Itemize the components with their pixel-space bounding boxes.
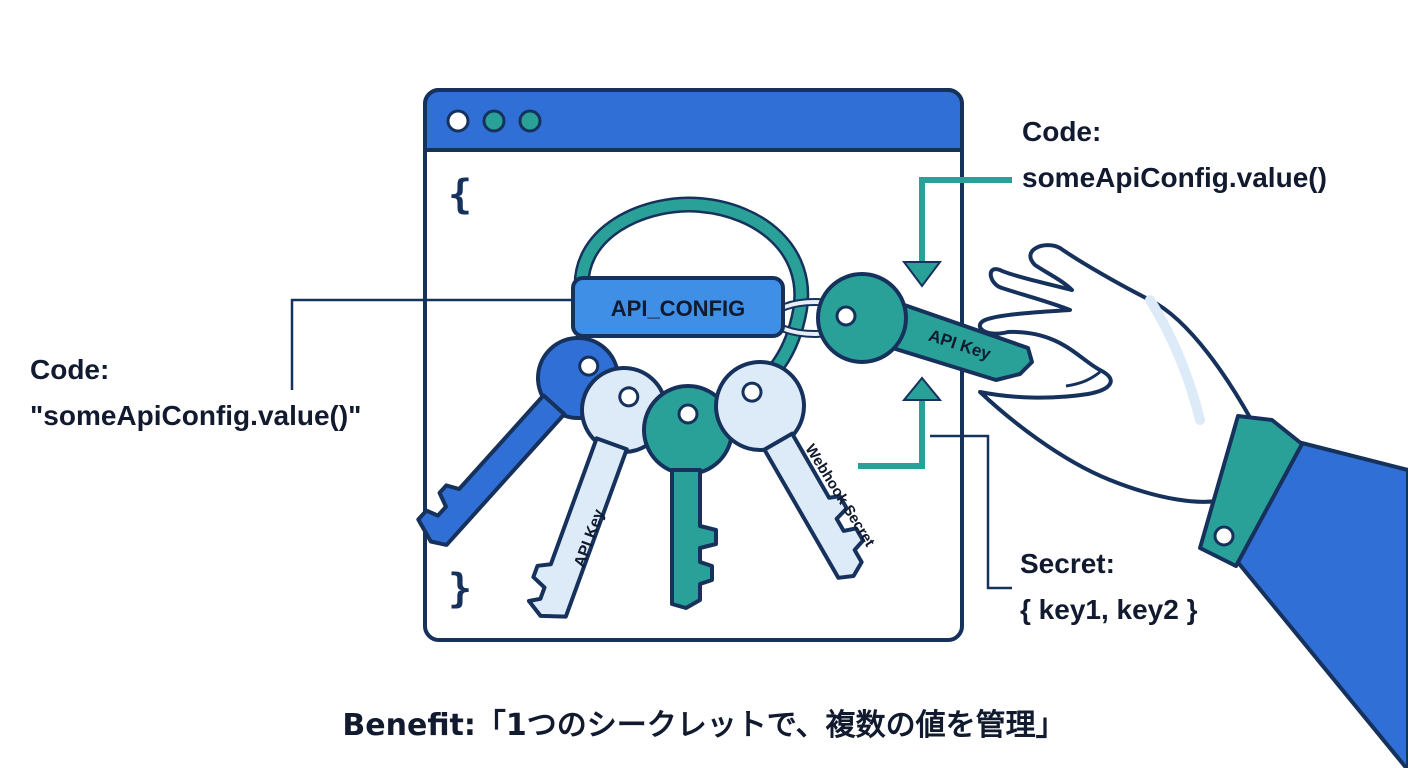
left-code-title: Code: [30, 354, 110, 385]
hand-illustration [977, 243, 1260, 504]
right-code-value: someApiConfig.value() [1022, 162, 1327, 193]
maximize-dot[interactable] [518, 109, 542, 133]
secret-connector-line [930, 434, 1012, 590]
api-config-tag: API_CONFIG [571, 276, 785, 338]
down-arrow [902, 177, 1012, 288]
close-dot[interactable] [446, 109, 470, 133]
secret-value: { key1, key2 } [1020, 594, 1198, 625]
left-code-value: "someApiConfig.value()" [30, 400, 362, 431]
cuff-button [1213, 525, 1235, 547]
up-arrow [858, 376, 943, 469]
key-ring [573, 196, 810, 400]
close-brace: } [448, 566, 473, 612]
open-brace: { [448, 172, 473, 218]
blue-key [416, 336, 620, 547]
secret-title: Secret: [1020, 548, 1115, 579]
sleeve [1198, 414, 1408, 768]
right-code-title: Code: [1022, 116, 1102, 147]
api-config-tag-label: API_CONFIG [611, 296, 745, 321]
webhook-secret-key [714, 360, 866, 580]
benefit-caption: Benefit:「1つのシークレットで、複数の値を管理」 [342, 708, 1066, 743]
window-title-bar [423, 88, 964, 152]
left-connector-line [290, 298, 575, 390]
minimize-dot[interactable] [482, 109, 506, 133]
teal-key [642, 384, 734, 610]
